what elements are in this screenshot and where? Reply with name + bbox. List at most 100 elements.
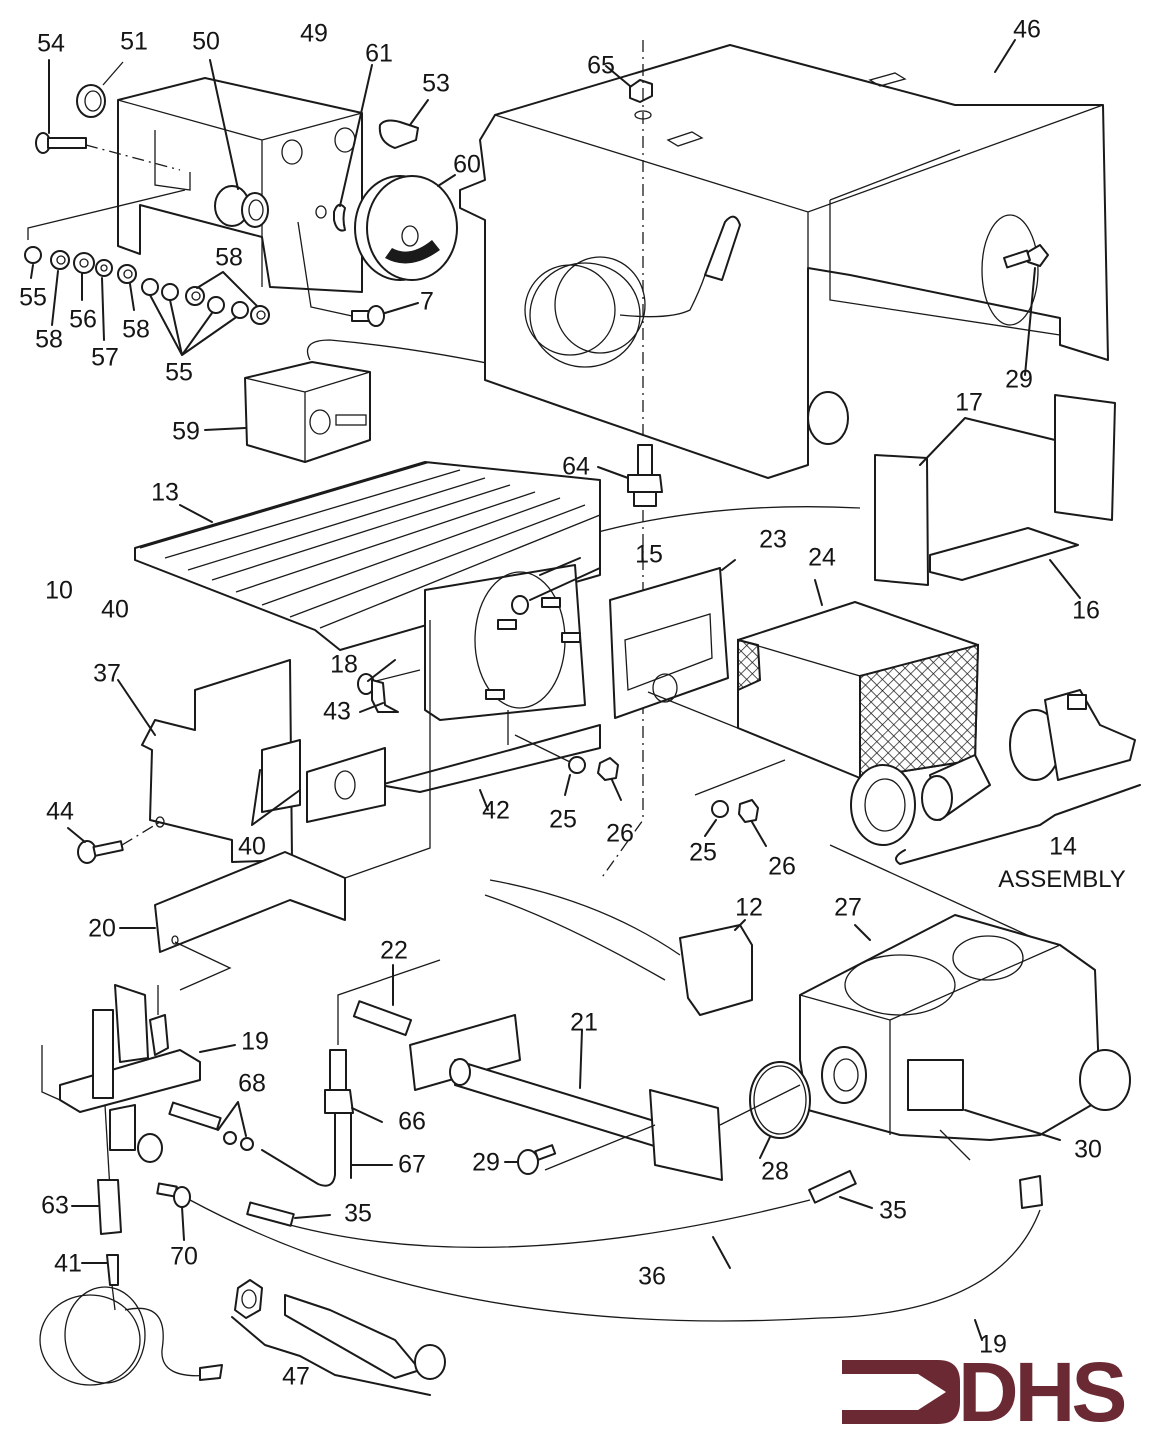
logo-text: DHS — [958, 1345, 1127, 1439]
callout-58: 58 — [35, 325, 63, 354]
gaskets-40 — [251, 739, 386, 826]
ignition-lead-41 — [39, 1254, 223, 1386]
callout-37: 37 — [93, 659, 121, 688]
thermocouple-35-36 — [189, 1169, 1043, 1341]
callout-66: 66 — [398, 1107, 426, 1136]
callout-68: 68 — [238, 1069, 266, 1098]
dhs-logo: DHS — [838, 1350, 1156, 1434]
o-ring-28 — [749, 1061, 811, 1159]
callout-22: 22 — [380, 936, 408, 965]
arrow-logo-icon — [842, 1360, 960, 1424]
mounting-plate-23 — [609, 559, 781, 746]
callout-60: 60 — [453, 150, 481, 179]
callout-19: 19 — [979, 1330, 1007, 1359]
callout-14: 14 — [1049, 832, 1077, 861]
clip-43 — [359, 679, 399, 713]
callout-36: 36 — [638, 1262, 666, 1291]
connector-12 — [484, 879, 753, 1016]
callout-46: 46 — [1013, 15, 1041, 44]
callout-26: 26 — [768, 852, 796, 881]
callout-25: 25 — [549, 805, 577, 834]
callout-43: 43 — [323, 697, 351, 726]
callout-61: 61 — [365, 39, 393, 68]
callout-12: 12 — [735, 893, 763, 922]
gas-valve-27 — [799, 914, 1131, 1161]
callout-55: 55 — [19, 283, 47, 312]
screw-29a — [1003, 244, 1049, 376]
callout-51: 51 — [120, 27, 148, 56]
washer-nut-25-26a — [507, 710, 622, 801]
clip-53 — [378, 99, 429, 149]
callout-53: 53 — [422, 69, 450, 98]
callout-29: 29 — [472, 1148, 500, 1177]
sensor-lead — [569, 506, 861, 541]
callout-19: 19 — [241, 1027, 269, 1056]
assembly-label: ASSEMBLY — [998, 866, 1126, 893]
callout-18: 18 — [330, 650, 358, 679]
washer-nut-25-26b — [694, 759, 786, 847]
fitting-64 — [597, 444, 663, 507]
rail-42 — [379, 724, 601, 811]
callout-27: 27 — [834, 893, 862, 922]
callout-25: 25 — [689, 838, 717, 867]
fitting-assembly-14 — [829, 689, 1141, 951]
washers-nuts-group — [24, 189, 270, 356]
callout-26: 26 — [606, 819, 634, 848]
pilot-tube-66-67 — [261, 1049, 393, 1187]
screw-44 — [67, 821, 161, 864]
callout-29: 29 — [1005, 365, 1033, 394]
callout-59: 59 — [172, 417, 200, 446]
callout-54: 54 — [37, 29, 65, 58]
callout-40: 40 — [101, 595, 129, 624]
callout-63: 63 — [41, 1191, 69, 1220]
callout-24: 24 — [808, 543, 836, 572]
refractory-base-16 — [929, 527, 1081, 599]
clip-61 — [315, 64, 373, 232]
callout-44: 44 — [46, 797, 74, 826]
sleeve-63 — [71, 1179, 122, 1235]
screw-70 — [156, 1182, 191, 1241]
callout-41: 41 — [54, 1249, 82, 1278]
nut-65 — [605, 65, 653, 120]
callout-13: 13 — [151, 478, 179, 507]
callout-57: 57 — [91, 343, 119, 372]
screw-7 — [297, 221, 419, 327]
callout-28: 28 — [761, 1157, 789, 1186]
callout-56: 56 — [69, 305, 97, 334]
callout-64: 64 — [562, 452, 590, 481]
callout-15: 15 — [635, 540, 663, 569]
callout-7: 7 — [420, 287, 434, 316]
callout-23: 23 — [759, 525, 787, 554]
callout-20: 20 — [88, 914, 116, 943]
callout-10: 10 — [45, 576, 73, 605]
refractory-panels-17 — [874, 394, 1116, 586]
grommet-50 — [209, 59, 269, 228]
callout-17: 17 — [955, 388, 983, 417]
callout-35: 35 — [344, 1199, 372, 1228]
heat-exchanger-mesh-24 — [737, 579, 980, 780]
callout-58: 58 — [215, 243, 243, 272]
callout-70: 70 — [170, 1242, 198, 1271]
injector-22 — [337, 959, 441, 1045]
piezo-igniter-47 — [231, 1279, 446, 1396]
callout-50: 50 — [192, 27, 220, 56]
callout-35: 35 — [879, 1196, 907, 1225]
callout-16: 16 — [1072, 596, 1100, 625]
temperature-knob-60 — [354, 174, 458, 281]
callout-21: 21 — [570, 1008, 598, 1037]
callout-55: 55 — [165, 358, 193, 387]
callout-47: 47 — [282, 1362, 310, 1391]
callout-67: 67 — [398, 1150, 426, 1179]
pilot-assembly-19 — [41, 984, 236, 1191]
bushing-51 — [76, 61, 124, 118]
callout-40: 40 — [238, 832, 266, 861]
screw-54 — [35, 59, 181, 171]
callout-58: 58 — [122, 315, 150, 344]
burner-bracket — [357, 557, 601, 721]
combustion-chamber-46 — [459, 39, 1109, 479]
bracket-20 — [119, 620, 431, 991]
callout-65: 65 — [587, 51, 615, 80]
callout-42: 42 — [482, 796, 510, 825]
